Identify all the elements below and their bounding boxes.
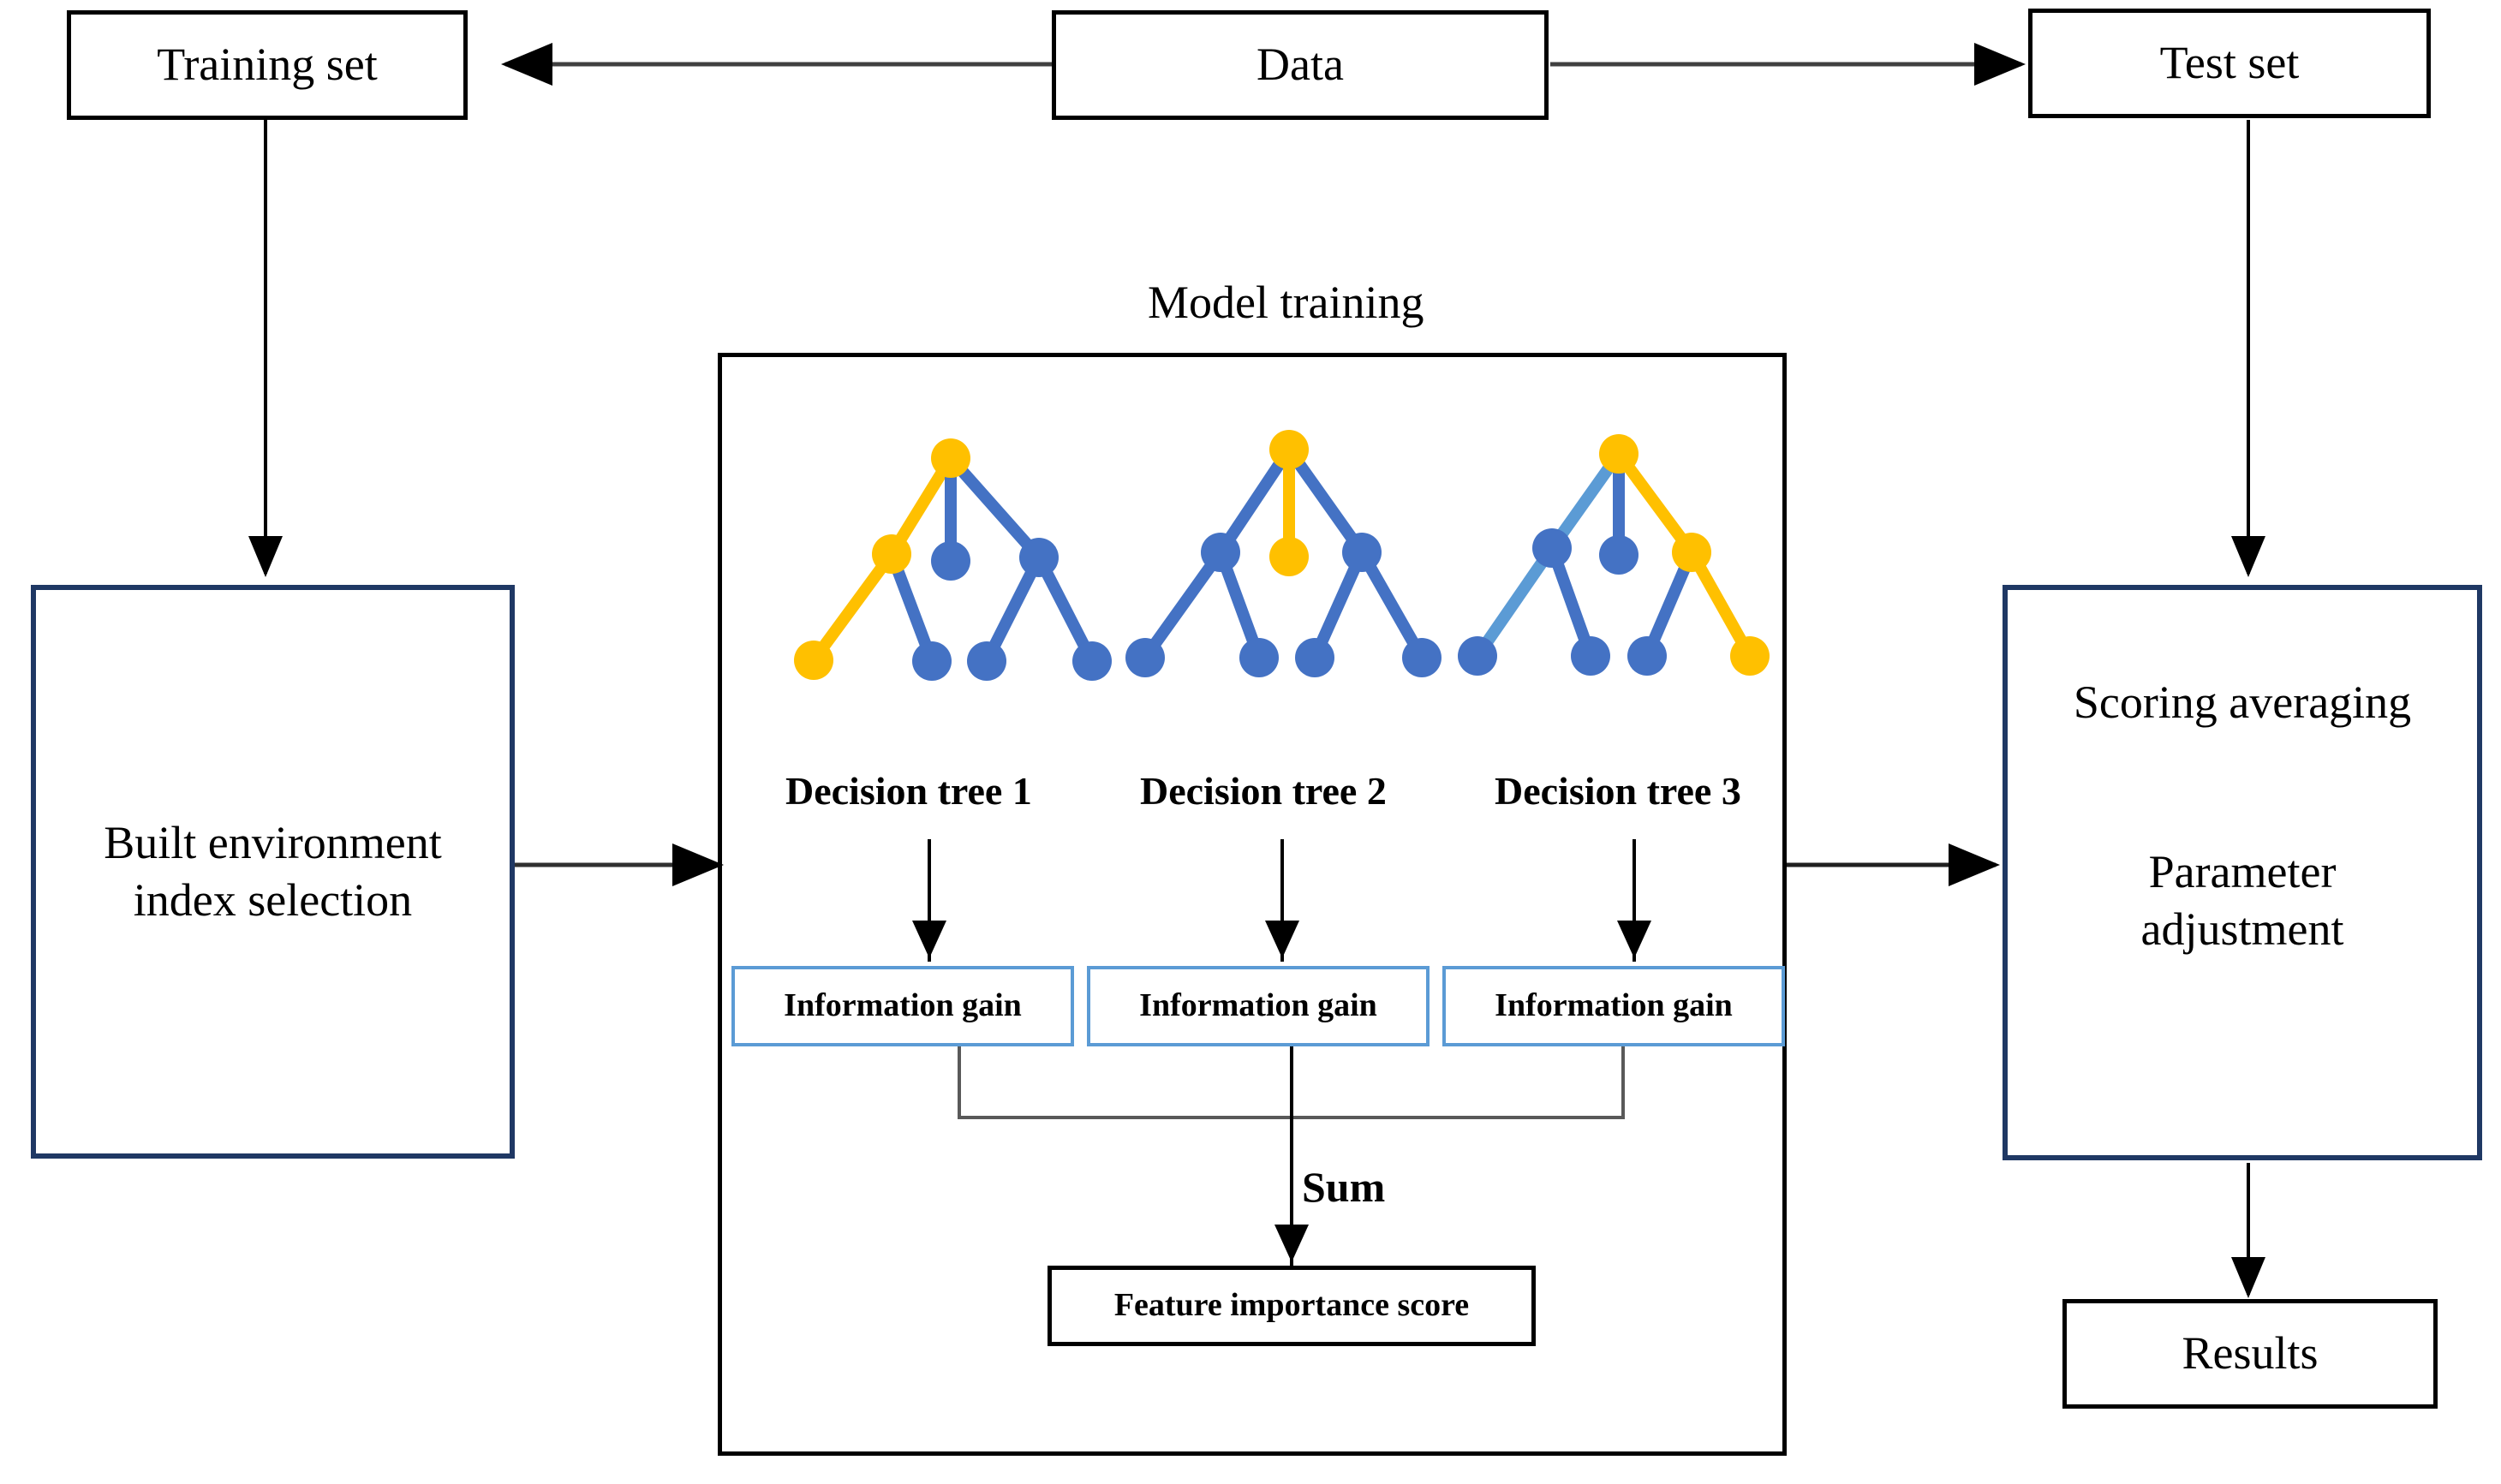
decision-tree-1-label: Decision tree 1 <box>785 769 1032 813</box>
feature-importance-score-label: Feature importance score <box>1113 1287 1470 1324</box>
box-results[interactable]: Results <box>2062 1299 2438 1409</box>
model-training-title: Model training <box>1148 277 1424 328</box>
box-scoring-averaging-parameter-adjustment[interactable]: Scoring averaging Parameter adjustment <box>2003 585 2482 1160</box>
box-information-gain-3[interactable]: Information gain <box>1442 966 1785 1046</box>
information-gain-3-label: Information gain <box>1495 987 1733 1024</box>
scoring-averaging-label: Scoring averaging <box>2073 676 2412 728</box>
box-data[interactable]: Data <box>1052 10 1549 120</box>
sum-label: Sum <box>1302 1163 1386 1211</box>
information-gain-1-label: Information gain <box>784 987 1022 1024</box>
box-test-set[interactable]: Test set <box>2028 9 2431 118</box>
box-built-environment-index-selection[interactable]: Built environment index selection <box>31 585 515 1159</box>
decision-tree-2-label: Decision tree 2 <box>1140 769 1387 813</box>
built-environment-label: Built environment index selection <box>104 816 442 927</box>
information-gain-2-label: Information gain <box>1139 987 1377 1024</box>
data-label: Data <box>1256 39 1344 91</box>
parameter-adjustment-label: Parameter adjustment <box>2140 845 2344 956</box>
decision-tree-3-label: Decision tree 3 <box>1495 769 1741 813</box>
panel-model-training <box>718 353 1787 1456</box>
box-feature-importance-score[interactable]: Feature importance score <box>1048 1266 1536 1346</box>
box-information-gain-1[interactable]: Information gain <box>731 966 1074 1046</box>
box-training-set[interactable]: Training set <box>67 10 468 120</box>
training-set-label: Training set <box>157 39 378 91</box>
test-set-label: Test set <box>2159 37 2300 89</box>
box-information-gain-2[interactable]: Information gain <box>1087 966 1430 1046</box>
results-label: Results <box>2182 1327 2319 1380</box>
